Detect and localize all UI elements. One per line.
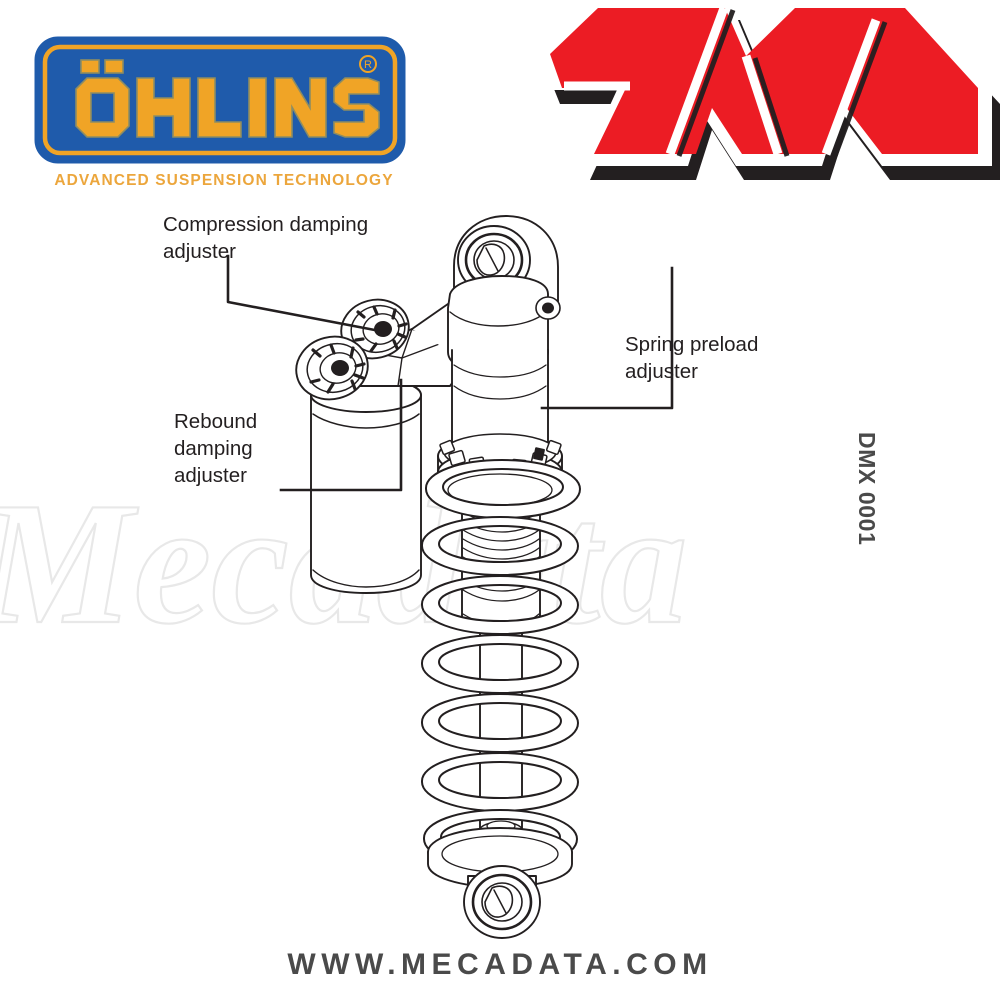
spring-coil bbox=[421, 693, 579, 753]
spring-coil bbox=[421, 752, 579, 812]
spring-coil bbox=[421, 516, 579, 576]
callout-label-spring-preload-adjuster: Spring preload adjuster bbox=[625, 333, 759, 384]
lower-eyelet-bearing bbox=[463, 865, 541, 939]
leader-compression bbox=[226, 254, 382, 333]
shock-absorber-drawing bbox=[150, 190, 870, 950]
callout-label-compression-damping-adjuster: Compression damping adjuster bbox=[163, 213, 369, 264]
ohlins-logo: R ADVANCED SUSPENSION TECHNOLOGY bbox=[34, 36, 406, 196]
reservoir-canister bbox=[310, 374, 422, 594]
m-logo-inner-strokes bbox=[564, 6, 881, 156]
spring-coil bbox=[421, 575, 579, 635]
logo-plate-inner-border bbox=[42, 44, 398, 156]
preload-ring-index-mark bbox=[533, 447, 545, 461]
mecadata-m-logo bbox=[520, 0, 1000, 224]
spring-coil bbox=[425, 459, 581, 519]
callout-leader-lines bbox=[226, 254, 674, 492]
leader-preload bbox=[540, 266, 674, 410]
compression-damping-adjuster-knob[interactable] bbox=[335, 293, 415, 366]
ohlins-wordmark bbox=[75, 59, 380, 138]
coil-spring bbox=[421, 459, 581, 869]
damper-top-cap bbox=[447, 275, 561, 374]
svg-text:R: R bbox=[364, 59, 372, 71]
rebound-damping-adjuster-knob[interactable] bbox=[290, 329, 375, 407]
leader-rebound bbox=[279, 378, 403, 492]
product-code: DMX 0001 bbox=[854, 432, 880, 546]
registered-trademark-icon: R bbox=[359, 55, 377, 73]
spring-coil bbox=[421, 634, 579, 694]
ohlins-logo-plate: R bbox=[34, 36, 406, 164]
callout-label-rebound-damping-adjuster: Rebound damping adjuster bbox=[174, 410, 258, 488]
ohlins-tagline: ADVANCED SUSPENSION TECHNOLOGY bbox=[54, 172, 394, 189]
footer-website-url: WWW.MECADATA.COM bbox=[287, 948, 713, 981]
m-logo-inner-shadow-strokes bbox=[676, 9, 888, 157]
